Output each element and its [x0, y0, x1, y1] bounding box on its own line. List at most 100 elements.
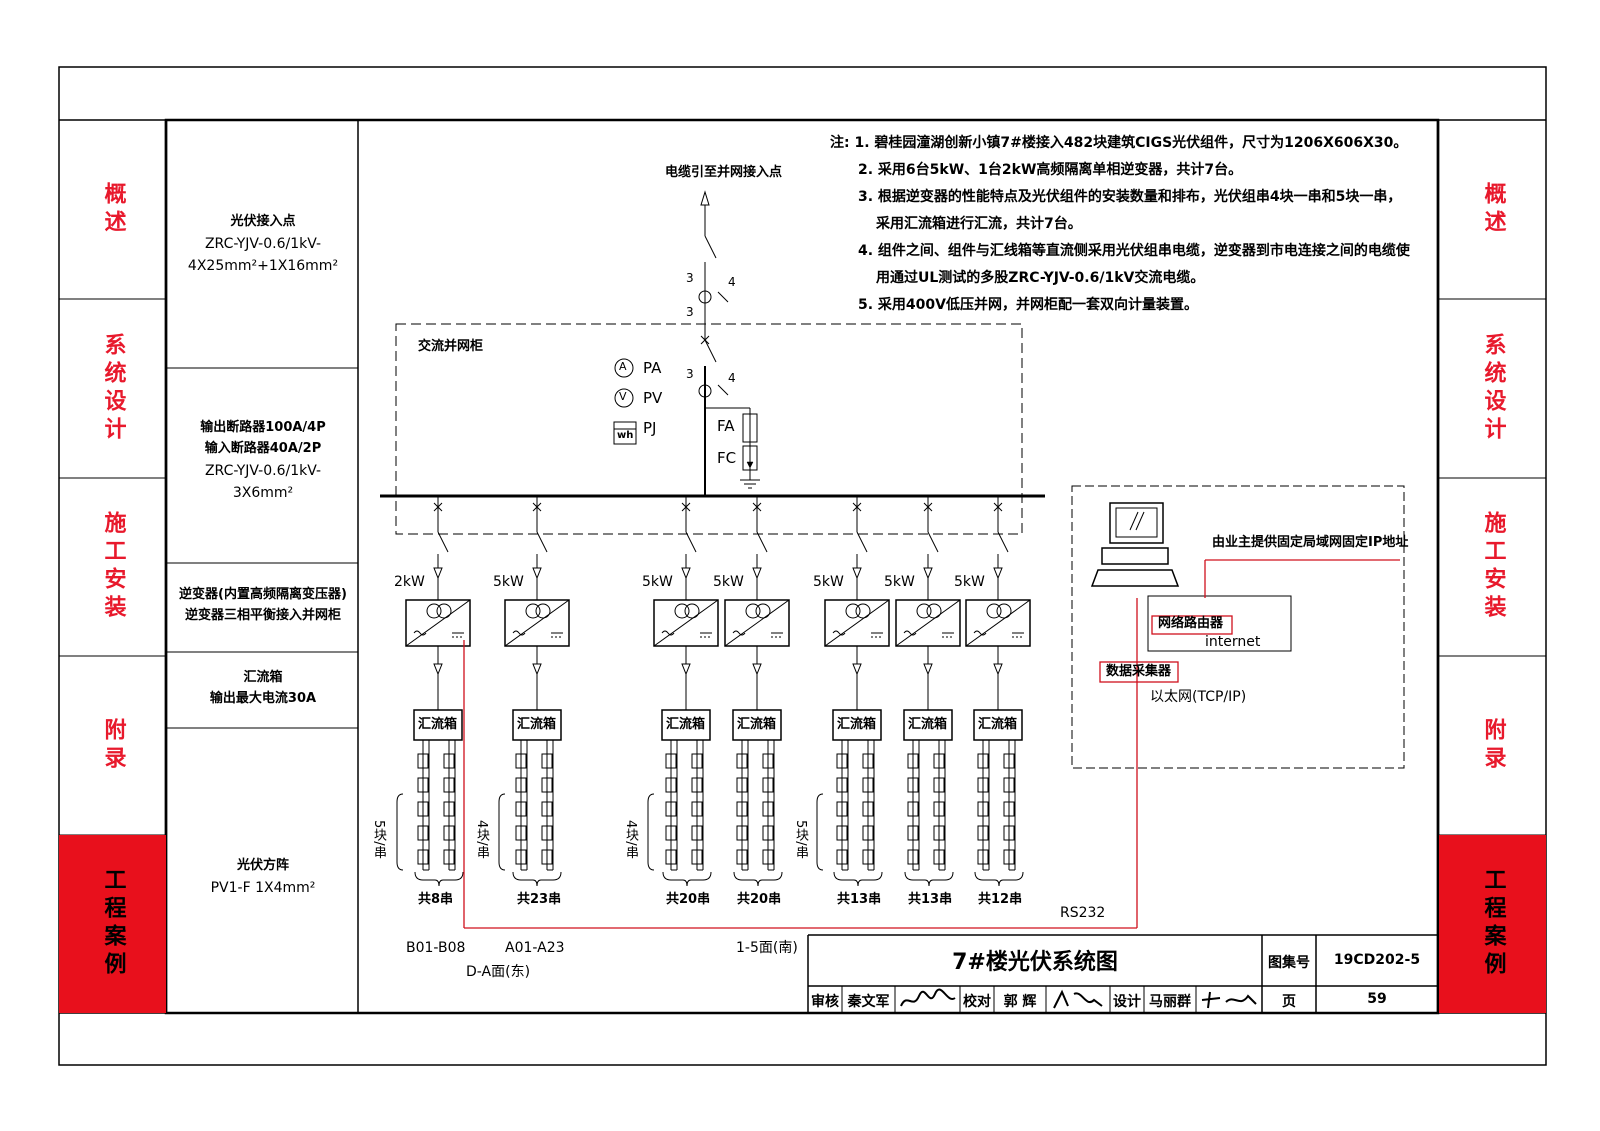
pv-module: [665, 801, 677, 817]
pv-module: [515, 753, 527, 769]
string-count-label: 共12串: [978, 892, 1023, 907]
collector-label: 数据采集器: [1106, 664, 1172, 679]
side-tab-case-left[interactable]: 工程案例: [59, 835, 166, 1013]
side-tab-appendix-left[interactable]: 附录: [100, 717, 126, 774]
pv-module: [862, 849, 874, 865]
pv-module: [862, 825, 874, 841]
pv-module: [665, 849, 677, 865]
branch-power-label: 5kW: [884, 574, 915, 590]
pv-module: [443, 849, 455, 865]
side-tab-system-design-right[interactable]: 系统设计: [1480, 332, 1506, 445]
reviewer-signature: [895, 986, 960, 1013]
pv-module: [1003, 849, 1015, 865]
legend-line: PV1-F 1X4mm²: [210, 879, 316, 896]
atlas-number: 19CD202-5: [1333, 952, 1421, 968]
inverter-icon: [824, 599, 890, 647]
check-label: 校对: [963, 994, 991, 1010]
ip-note: 由业主提供固定局域网固定IP地址: [1212, 535, 1409, 550]
pv-module: [836, 753, 848, 769]
combiner-label: 汇流箱: [666, 717, 706, 732]
string-count-label: 共20串: [737, 892, 782, 907]
energy-meter-symbol: wh: [617, 430, 634, 441]
bottom-label-a: A01-A23: [505, 940, 565, 956]
note-4: 4. 组件之间、组件与汇线箱等直流侧采用光伏组串电缆，逆变器到市电连接之间的电缆…: [858, 243, 1410, 259]
atlas-label: 图集号: [1268, 955, 1310, 971]
pv-module: [862, 777, 874, 793]
design-label: 设计: [1113, 994, 1141, 1010]
pv-module: [443, 753, 455, 769]
side-tab-system-design-left[interactable]: 系统设计: [100, 332, 126, 445]
legend-title: 光伏方阵: [236, 858, 289, 873]
pv-module: [836, 777, 848, 793]
checker-signature: [1046, 986, 1110, 1013]
pv-module: [933, 753, 945, 769]
side-tab-appendix-right[interactable]: 附录: [1480, 717, 1506, 774]
bottom-label-south: 1-5面(南): [736, 940, 798, 956]
energy-meter-label: PJ: [643, 419, 657, 437]
pv-module: [1003, 825, 1015, 841]
string-bracket: [816, 793, 824, 871]
inverter-icon: [965, 599, 1031, 647]
string-note-3: 4块/串: [622, 820, 638, 859]
bottom-label-b: B01-B08: [406, 940, 466, 956]
designer-signature: [1196, 986, 1262, 1013]
note-2: 2. 采用6台5kW、1台2kW高频隔离单相逆变器，共计7台。: [858, 162, 1243, 178]
legend-breaker: 输出断路器100A/4P 输入断路器40A/2P ZRC-YJV-0.6/1kV…: [168, 418, 358, 504]
pv-module: [933, 825, 945, 841]
note-3: 3. 根据逆变器的性能特点及光伏组件的安装数量和排布，光伏组串4块一串和5块一串…: [858, 189, 1402, 205]
inverter-icon: [405, 599, 471, 647]
legend-pv-array: 光伏方阵 PV1-F 1X4mm²: [168, 856, 358, 899]
combiner-label: 汇流箱: [737, 717, 777, 732]
router-label: 网络路由器: [1158, 616, 1224, 631]
legend-line: 逆变器三相平衡接入并网柜: [184, 607, 341, 623]
side-tab-overview-right[interactable]: 概述: [1480, 181, 1506, 238]
branch-power-label: 5kW: [954, 574, 985, 590]
branch-power-label: 5kW: [642, 574, 673, 590]
note-3b: 采用汇流箱进行汇流，共计7台。: [876, 216, 1082, 232]
pv-module: [736, 825, 748, 841]
combiner-box: [512, 709, 562, 741]
pv-module: [417, 753, 429, 769]
checker-name: 郭 辉: [1003, 994, 1037, 1010]
reviewer-name: 秦文军: [847, 994, 890, 1010]
pv-module: [907, 777, 919, 793]
pv-module: [907, 849, 919, 865]
pv-module: [541, 753, 553, 769]
side-tab-case-right[interactable]: 工程案例: [1439, 835, 1546, 1013]
legend-line: 4X25mm²+1X16mm²: [187, 258, 339, 275]
voltmeter-symbol: V: [619, 390, 627, 403]
pv-module: [417, 849, 429, 865]
pv-module: [977, 825, 989, 841]
combiner-label: 汇流箱: [418, 717, 458, 732]
pv-module: [977, 849, 989, 865]
pv-module: [862, 753, 874, 769]
pv-module: [907, 825, 919, 841]
legend-line: 3X6mm²: [232, 484, 294, 501]
pv-module: [665, 777, 677, 793]
designer-name: 马丽群: [1149, 994, 1191, 1010]
legend-line: 输出最大电流30A: [209, 690, 317, 706]
pv-module: [836, 825, 848, 841]
legend-inverter: 逆变器(内置高频隔离变压器) 逆变器三相平衡接入并网柜: [168, 585, 358, 627]
string-count-label: 共23串: [517, 892, 562, 907]
pv-module: [541, 777, 553, 793]
pv-module: [1003, 801, 1015, 817]
side-tab-construction-right[interactable]: 施工安装: [1480, 511, 1506, 623]
pv-module: [933, 801, 945, 817]
voltmeter-label: PV: [643, 389, 663, 407]
legend-title: 输出断路器100A/4P: [200, 420, 326, 435]
inverter-icon: [653, 599, 719, 647]
side-tab-construction-left[interactable]: 施工安装: [100, 511, 126, 623]
pv-module: [762, 825, 774, 841]
pv-module: [1003, 753, 1015, 769]
internet-label: internet: [1205, 634, 1261, 650]
side-tab-overview-left[interactable]: 概述: [100, 181, 126, 238]
inverter-icon: [724, 599, 790, 647]
note-4b: 用通过UL测试的多股ZRC-YJV-0.6/1kV交流电缆。: [876, 270, 1205, 286]
branch-power-label: 5kW: [813, 574, 844, 590]
inverter-branch: [965, 496, 1031, 887]
pv-module: [515, 777, 527, 793]
combiner-label: 汇流箱: [978, 717, 1018, 732]
ammeter-symbol: A: [619, 360, 627, 373]
branch-power-label: 5kW: [713, 574, 744, 590]
